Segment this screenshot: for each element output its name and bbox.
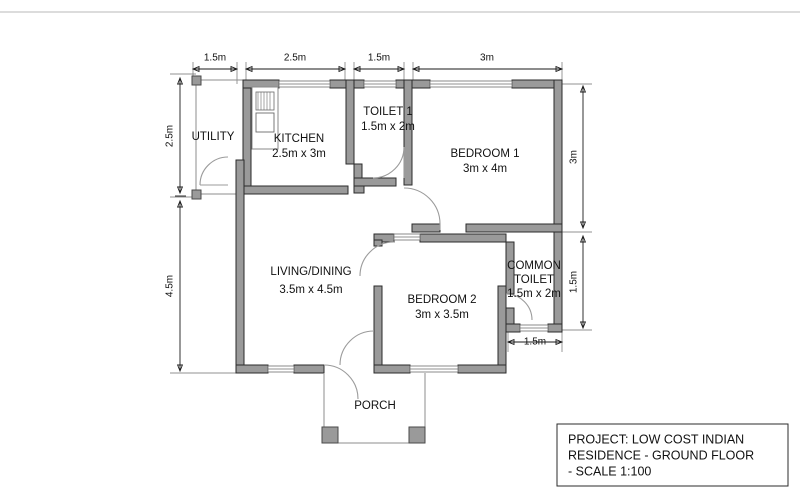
room-label-bedroom1: BEDROOM 1 xyxy=(450,148,519,160)
door-swing-living-porch xyxy=(323,364,359,400)
top-dimension-1: 1.5m xyxy=(191,53,239,73)
right-dimension-1: 3m xyxy=(569,84,587,230)
wall-living-bottom-1 xyxy=(235,364,269,374)
top-dimension-label-1: 1.5m xyxy=(204,53,226,64)
wall-living-left xyxy=(235,159,245,374)
left-dimension-1: 2.5m xyxy=(165,76,186,197)
right-dimension-label-1: 3m xyxy=(569,150,580,164)
wall-bedroom2-right xyxy=(497,285,507,374)
bottom-right-dimension: 1.5m xyxy=(506,337,564,348)
wall-bedroom2-bottom-right xyxy=(457,364,507,374)
wall-kitchen-bottom xyxy=(242,185,349,195)
top-dimension-4: 3m xyxy=(411,53,564,73)
room-label-porch: PORCH xyxy=(354,400,396,412)
door-swing-bedroom2 xyxy=(359,241,395,277)
room-label-bedroom2: BEDROOM 2 xyxy=(407,294,476,306)
window-bedroom2-bottom xyxy=(409,365,459,373)
top-dimension-label-3: 1.5m xyxy=(368,53,390,64)
window-kitchen xyxy=(278,80,331,88)
bottom-right-dimension-label: 1.5m xyxy=(524,337,546,348)
window-living-bottom xyxy=(267,365,295,373)
room-utility: UTILITY xyxy=(191,75,244,200)
door-swing-utility xyxy=(199,156,229,186)
wall-toilet1-right xyxy=(403,79,413,186)
room-toilet1: TOILET 1 1.5m x 2m xyxy=(353,79,415,194)
top-dimension-2: 2.5m xyxy=(244,53,347,73)
room-dims-commontoilet: 1.5m x 2m xyxy=(507,288,561,300)
wall-toilet1-bottom xyxy=(353,177,397,187)
room-label-commontoilet-line1: COMMON xyxy=(507,260,561,272)
kitchen-sink xyxy=(251,86,279,150)
room-bedroom2: BEDROOM 2 3m x 3.5m xyxy=(339,233,507,374)
room-label-living: LIVING/DINING xyxy=(270,266,351,278)
wall-living-bottom-2 xyxy=(293,364,325,374)
title-block: PROJECT: LOW COST INDIAN RESIDENCE - GRO… xyxy=(556,423,789,487)
window-toilet1 xyxy=(363,80,397,88)
wall-bedroom2-top-right xyxy=(419,233,507,243)
wall-kitchen-right xyxy=(345,79,355,165)
title-block-box xyxy=(556,423,789,487)
title-block-line-3: - SCALE 1:100 xyxy=(568,464,651,478)
door-swing-bedroom2-lower xyxy=(339,330,375,366)
column-porch-right xyxy=(408,426,426,444)
room-label-toilet1: TOILET 1 xyxy=(363,106,412,118)
left-dimension-2: 4.5m xyxy=(165,199,184,373)
door-swing-bedroom1 xyxy=(403,187,441,225)
wall-bedroom1-bottom-left xyxy=(411,223,441,233)
wall-toilet1-top-left xyxy=(353,79,365,89)
room-label-kitchen: KITCHEN xyxy=(274,133,324,145)
top-dimension-label-4: 3m xyxy=(480,53,494,64)
wall-bedroom2-bottom-left xyxy=(373,364,411,374)
column-utility-tl xyxy=(191,75,202,86)
room-dims-bedroom1: 3m x 4m xyxy=(463,163,507,175)
left-dimension-label-2: 4.5m xyxy=(165,275,176,297)
room-label-utility: UTILITY xyxy=(192,131,235,143)
wall-bedroom2-left xyxy=(373,285,383,374)
room-dims-bedroom2: 3m x 3.5m xyxy=(415,309,469,321)
title-block-line-2: RESIDENCE - GROUND FLOOR xyxy=(568,448,754,462)
wall-bedroom1-bottom-right xyxy=(465,223,563,233)
wall-bedroom1-top-left xyxy=(411,79,431,89)
left-dimension-chain: 2.5m 4.5m xyxy=(165,76,186,373)
top-dimension-3: 1.5m xyxy=(352,53,406,73)
room-kitchen: KITCHEN 2.5m x 3m xyxy=(242,79,355,195)
column-porch-left xyxy=(321,426,339,444)
room-porch: PORCH xyxy=(321,373,426,444)
top-dimension-label-2: 2.5m xyxy=(284,53,306,64)
left-dimension-label-1: 2.5m xyxy=(165,125,176,147)
wall-toilet1-bottom-stub xyxy=(353,185,365,194)
door-swing-toilet1 xyxy=(372,146,405,179)
top-dimension-chain: 1.5m 2.5m 1.5m 3m xyxy=(191,53,564,73)
room-dims-toilet1: 1.5m x 2m xyxy=(361,121,415,133)
wall-commontoilet-right xyxy=(553,231,563,333)
room-common-toilet: COMMON TOILET 1.5m x 2m xyxy=(505,231,563,333)
window-bedroom1 xyxy=(429,80,513,88)
room-dims-living: 3.5m x 4.5m xyxy=(279,284,342,296)
window-commontoilet xyxy=(519,324,549,332)
title-block-line-1: PROJECT: LOW COST INDIAN xyxy=(568,432,744,446)
right-dimension-2: 1.5m xyxy=(569,234,587,330)
extension-lines xyxy=(170,62,592,374)
wall-bedroom1-right xyxy=(553,79,563,233)
room-label-commontoilet-line2: TOILET xyxy=(514,274,554,286)
column-utility-bl xyxy=(191,189,202,200)
right-dimension-chain: 3m 1.5m xyxy=(569,84,587,330)
right-dimension-label-2: 1.5m xyxy=(569,271,580,293)
window-bedroom2-top xyxy=(393,233,421,241)
wall-commontoilet-bottom-left xyxy=(505,323,521,333)
room-living-dining: LIVING/DINING 3.5m x 4.5m xyxy=(235,159,359,400)
room-dims-kitchen: 2.5m x 3m xyxy=(272,148,326,160)
wall-commontoilet-bottom-right xyxy=(547,323,563,333)
room-bedroom1: BEDROOM 1 3m x 4m xyxy=(403,79,563,233)
door-swing-commontoilet xyxy=(505,293,533,321)
